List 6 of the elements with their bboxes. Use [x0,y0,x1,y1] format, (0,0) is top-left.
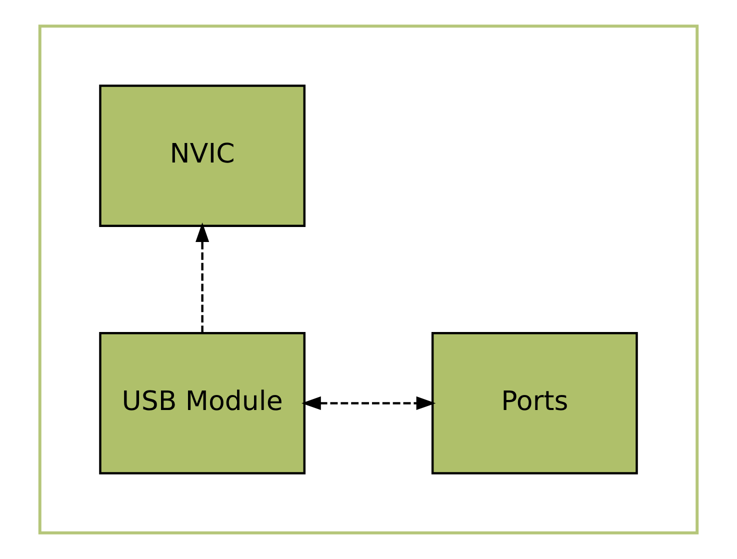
arrow [196,222,210,333]
arrow [302,396,436,410]
node-box: Ports [431,332,638,474]
cluster [38,24,699,534]
node-box: USB Module [99,332,306,474]
node-box: NVIC [99,84,306,227]
